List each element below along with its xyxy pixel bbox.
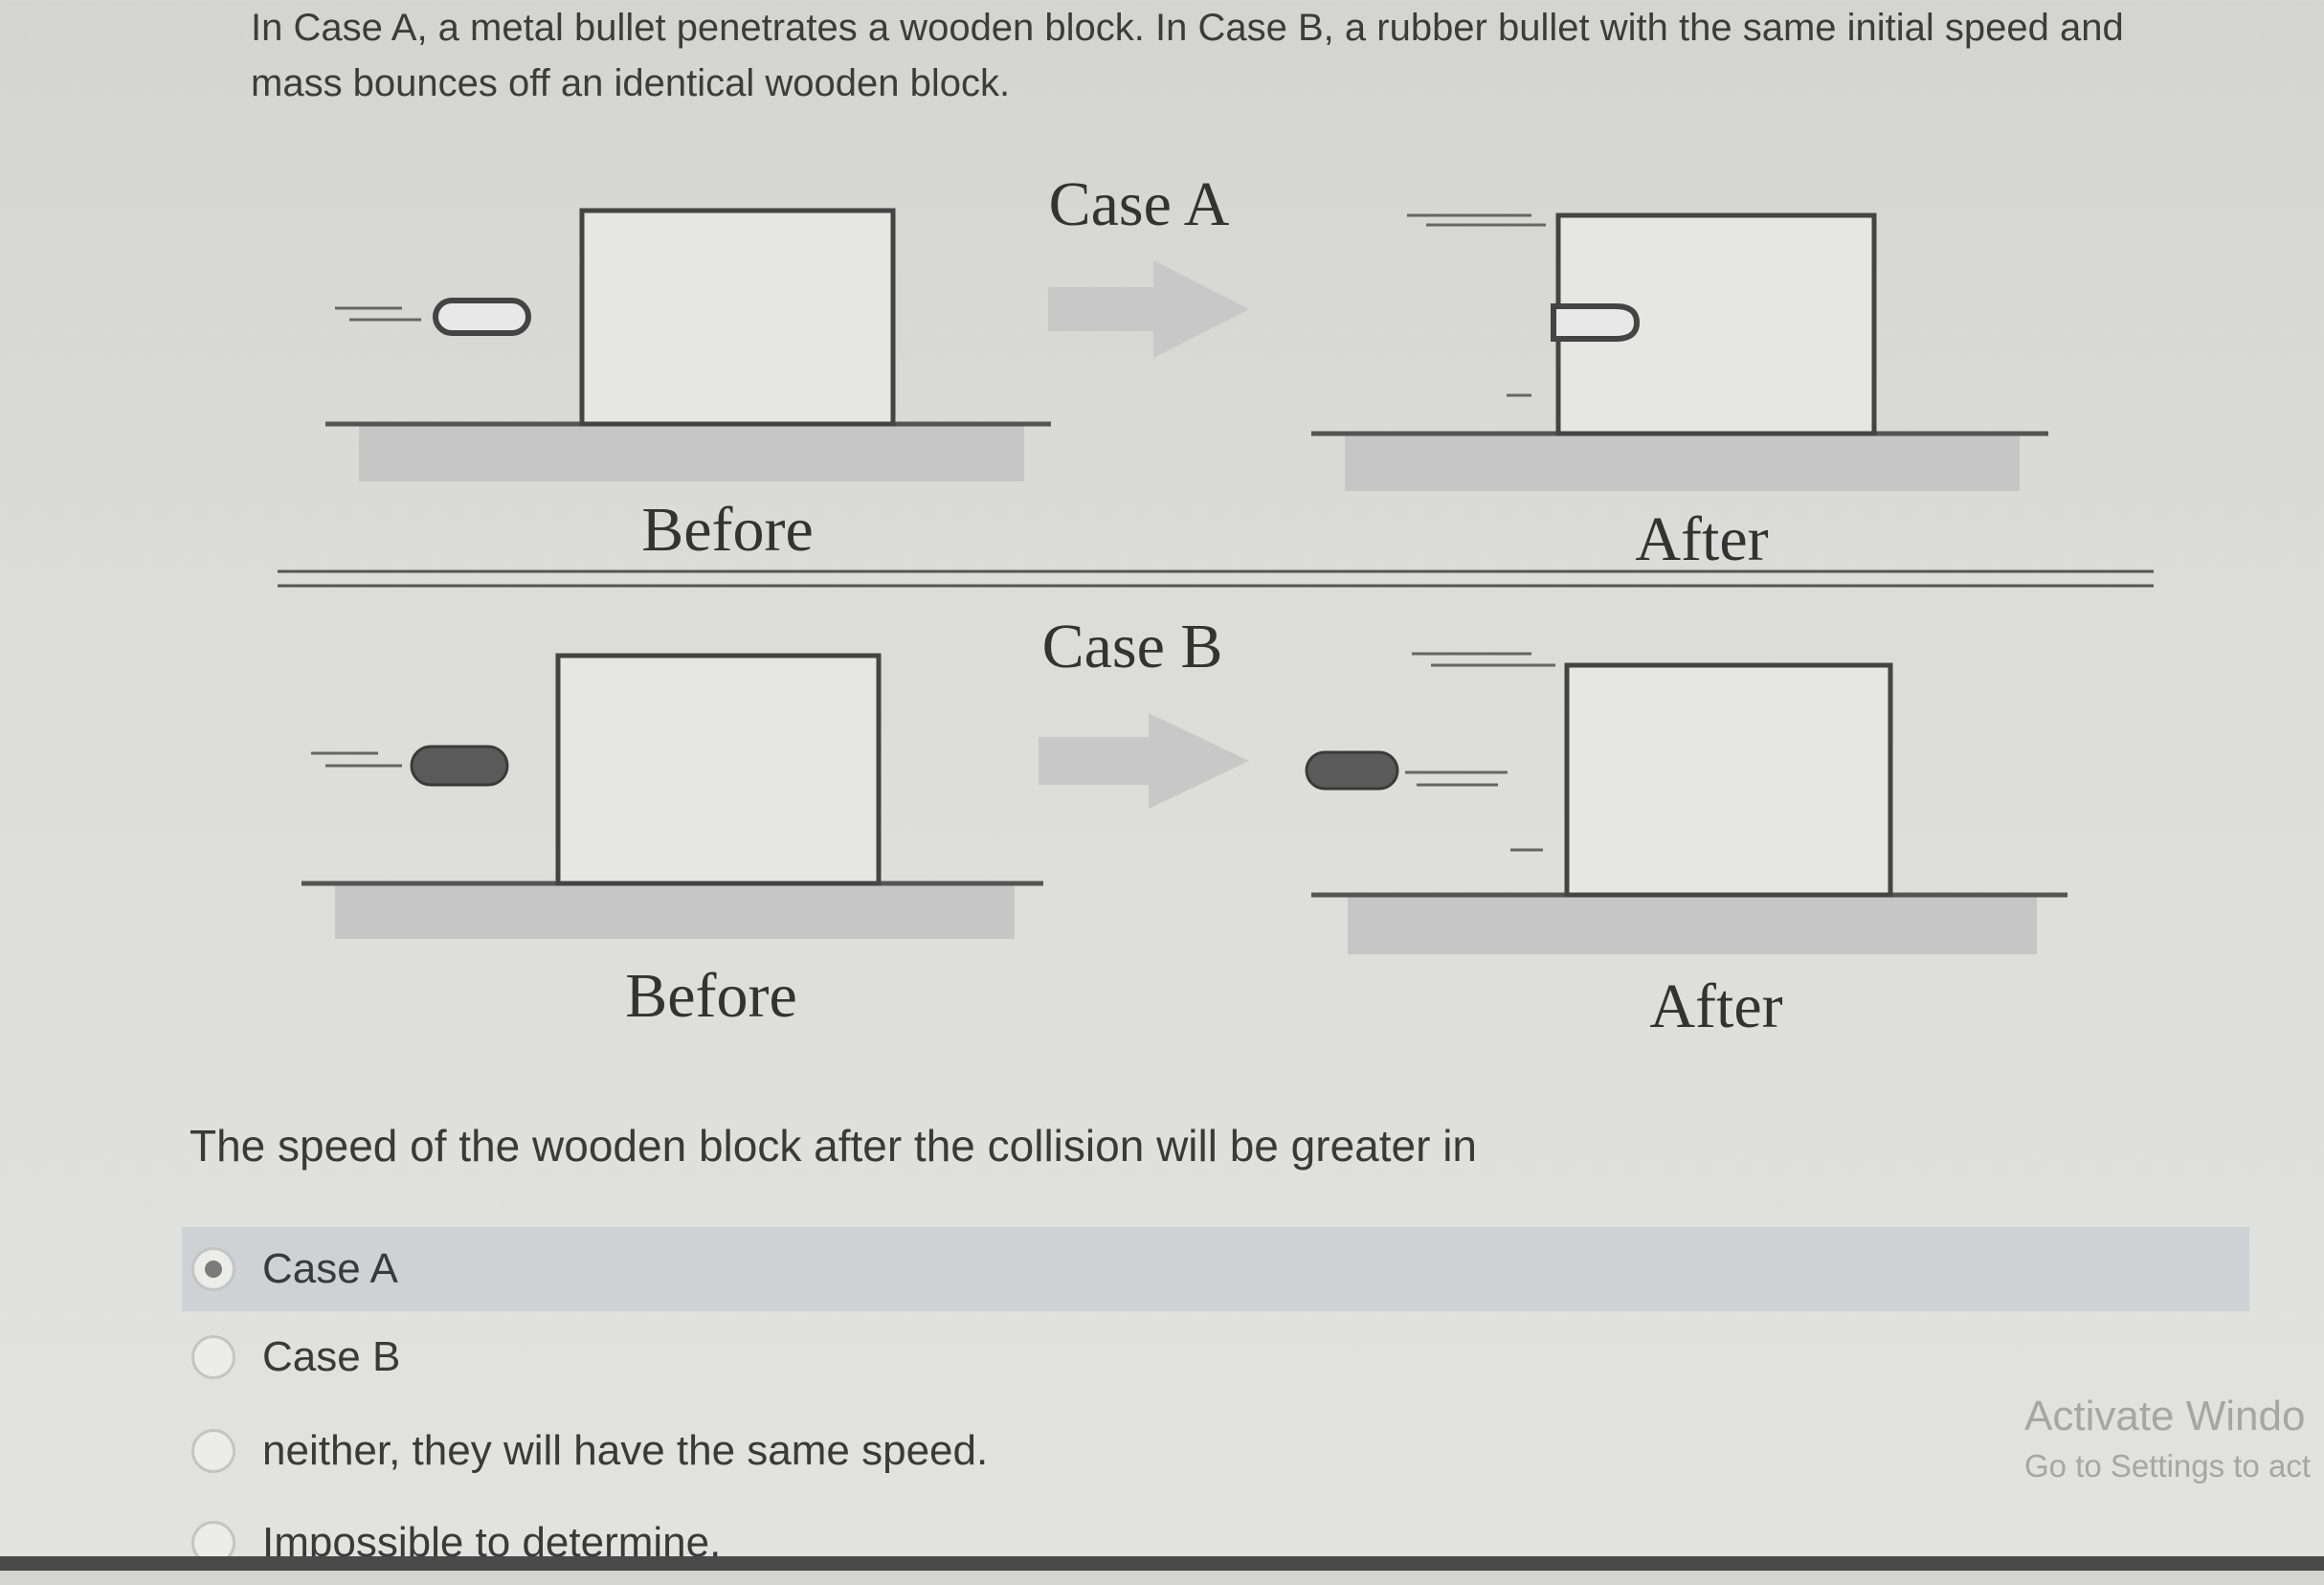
option-label: Case B — [262, 1333, 401, 1380]
after-label: After — [1635, 504, 1768, 574]
case-b-after-panel: After — [1305, 652, 2067, 1041]
option-case-b[interactable]: Case B — [182, 1315, 2249, 1399]
before-label: Before — [641, 495, 814, 565]
watermark-subtitle: Go to Settings to act — [2024, 1448, 2311, 1484]
case-a-after-panel: After — [1311, 212, 2048, 574]
option-impossible[interactable]: Impossible to determine. — [182, 1501, 2249, 1585]
ground-shadow — [1345, 435, 2020, 491]
radio-button[interactable] — [191, 1335, 235, 1379]
radio-button[interactable] — [191, 1247, 235, 1291]
watermark-title: Activate Windo — [2024, 1393, 2306, 1440]
before-label: Before — [625, 961, 797, 1031]
case-a-before-panel: Before — [325, 208, 1051, 565]
case-b-before-panel: Before — [302, 653, 1043, 1031]
screen-bottom-edge — [0, 1556, 2324, 1571]
metal-bullet — [433, 298, 531, 336]
case-a-label: Case A — [1049, 169, 1230, 239]
ground-shadow — [359, 426, 1024, 481]
ground-shadow — [335, 885, 1015, 939]
option-label: Case A — [262, 1245, 398, 1292]
after-label: After — [1649, 971, 1782, 1041]
option-case-a[interactable]: Case A — [182, 1227, 2249, 1311]
case-b-label: Case B — [1042, 612, 1223, 681]
wooden-block — [579, 208, 896, 427]
arrow-right-icon — [1048, 260, 1249, 358]
question-intro: In Case A, a metal bullet penetrates a w… — [251, 7, 2124, 104]
collision-diagram: Before Case A After Before Case B — [278, 169, 2154, 1041]
arrow-right-icon — [1039, 713, 1249, 809]
option-label: neither, they will have the same speed. — [262, 1427, 989, 1474]
embedded-metal-bullet — [1551, 303, 1641, 342]
ground-shadow — [1348, 897, 2037, 954]
question-prompt: The speed of the wooden block after the … — [190, 1121, 1478, 1171]
wooden-block — [1555, 212, 1877, 436]
option-same-speed[interactable]: neither, they will have the same speed. — [182, 1409, 2249, 1493]
rebounding-rubber-bullet — [1305, 750, 1399, 791]
wooden-block — [1564, 662, 1893, 898]
windows-activation-watermark: Activate Windo Go to Settings to act — [2024, 1393, 2311, 1485]
rubber-bullet — [410, 745, 509, 787]
radio-button[interactable] — [191, 1429, 235, 1473]
wooden-block — [555, 653, 882, 886]
